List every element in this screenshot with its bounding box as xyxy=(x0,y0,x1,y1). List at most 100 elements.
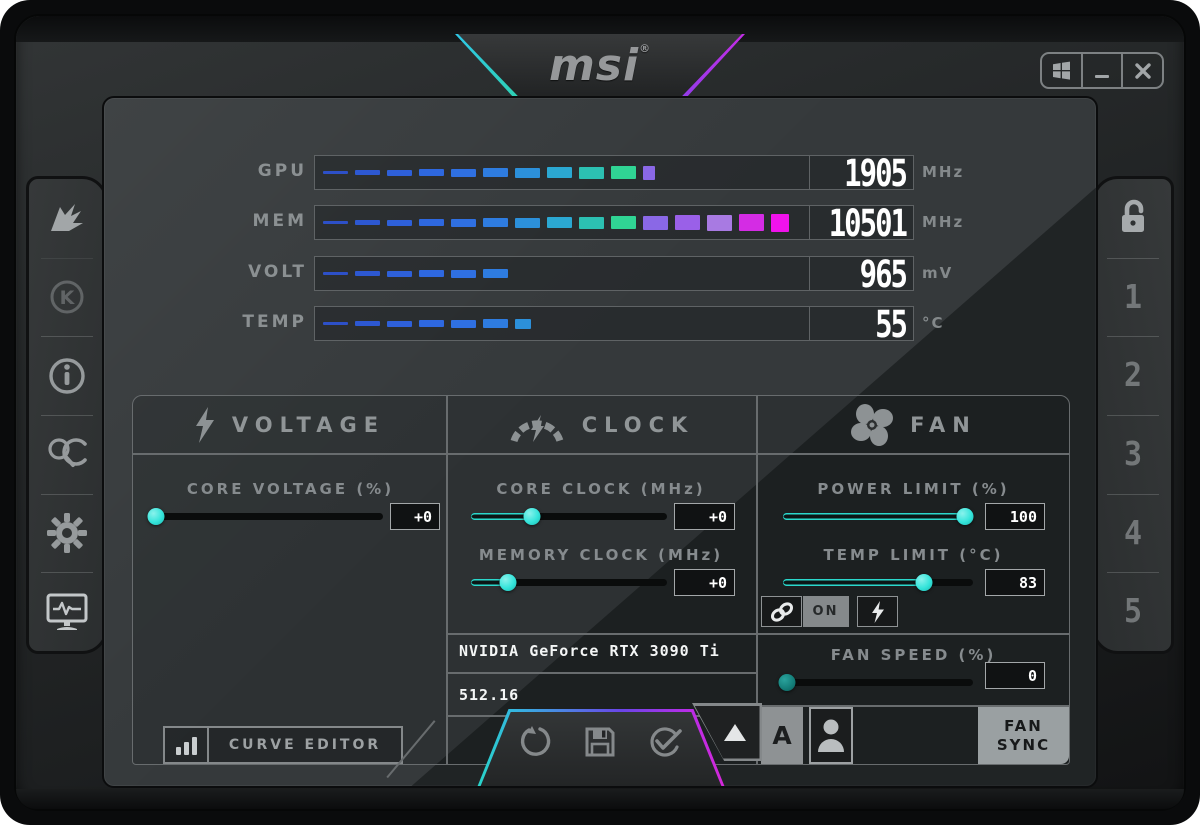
curve-editor-label: CURVE EDITOR xyxy=(228,737,382,753)
link-limits-button[interactable] xyxy=(761,596,802,627)
fan-icon xyxy=(851,403,894,446)
memory-clock-value[interactable]: +0 xyxy=(674,569,735,596)
monitor-label-mem: MEM xyxy=(252,211,307,231)
divider xyxy=(756,396,758,764)
temp-limit-value[interactable]: 83 xyxy=(985,569,1045,596)
divider xyxy=(446,396,448,764)
sidebar-item-settings[interactable] xyxy=(29,493,105,573)
sidebar-item-oc-scanner[interactable] xyxy=(29,415,105,494)
profile-number: 4 xyxy=(1123,513,1143,553)
curve-editor-button[interactable]: CURVE EDITOR xyxy=(163,726,403,764)
sidebar-item-hardware-monitor[interactable] xyxy=(29,572,105,651)
core-voltage-slider[interactable] xyxy=(147,508,383,525)
slider-fill xyxy=(783,513,966,520)
gear-icon xyxy=(47,513,87,554)
boost-button[interactable] xyxy=(857,596,898,627)
profile-number: 5 xyxy=(1123,592,1143,631)
fan-speed-slider[interactable] xyxy=(778,674,973,691)
core-clock-slider[interactable] xyxy=(471,508,667,525)
information-icon xyxy=(49,357,85,394)
link-state-label: ON xyxy=(802,596,849,627)
slider-thumb[interactable] xyxy=(778,674,796,691)
profile-button-3[interactable]: 3 xyxy=(1095,415,1171,494)
registered-mark: ® xyxy=(639,42,652,55)
slider-track[interactable] xyxy=(783,679,973,686)
fan-title: FAN xyxy=(910,412,977,437)
monitor-bar-mem: 10501 xyxy=(314,201,914,244)
profile-number: 1 xyxy=(1123,277,1143,317)
monitor-bar-temp: 55 xyxy=(314,302,914,345)
monitor-value-gpu: 1905 xyxy=(844,150,908,195)
monitor-value-area: 10501 xyxy=(809,201,913,244)
slider-track[interactable] xyxy=(471,513,667,520)
link-icon xyxy=(770,601,793,622)
profile-button-4[interactable]: 4 xyxy=(1095,493,1171,573)
monitor-label-gpu: GPU xyxy=(257,161,307,181)
slider-thumb[interactable] xyxy=(499,574,517,591)
reset-button[interactable] xyxy=(519,725,553,759)
power-limit-slider[interactable] xyxy=(783,508,974,525)
core-voltage-value[interactable]: +0 xyxy=(390,503,440,530)
windows-icon xyxy=(1052,61,1070,80)
user-icon xyxy=(818,719,844,752)
history-dashes xyxy=(323,257,809,290)
fan-speed-label: FAN SPEED (%) xyxy=(830,646,997,664)
fan-speed-value[interactable]: 0 xyxy=(985,662,1045,689)
monitor-value-temp: 55 xyxy=(875,301,908,346)
monitor-bar-gpu: 1905 xyxy=(314,151,914,194)
core-voltage-label: CORE VOLTAGE (%) xyxy=(186,480,395,498)
monitor-bar-volt: 965 xyxy=(314,252,914,295)
temp-limit-slider[interactable] xyxy=(783,574,973,591)
profile-button-5[interactable]: 5 xyxy=(1095,572,1171,651)
monitor-unit-volt: mV xyxy=(922,264,954,282)
slider-thumb[interactable] xyxy=(523,508,541,525)
close-button[interactable] xyxy=(1121,54,1162,87)
oc-scanner-icon xyxy=(48,438,87,468)
profile-button-1[interactable]: 1 xyxy=(1095,257,1171,337)
apply-check-icon xyxy=(650,727,682,757)
sidebar-item-information[interactable] xyxy=(29,336,105,415)
core-clock-value[interactable]: +0 xyxy=(674,503,735,530)
action-bar xyxy=(476,709,726,786)
save-button[interactable] xyxy=(583,725,617,759)
fan-auto-button[interactable]: A xyxy=(761,707,803,764)
power-limit-label: POWER LIMIT (%) xyxy=(817,480,1010,498)
fan-header: FAN xyxy=(756,396,1071,453)
slider-track[interactable] xyxy=(471,579,667,586)
slider-thumb[interactable] xyxy=(956,508,974,525)
slider-thumb[interactable] xyxy=(147,508,165,525)
profile-number: 2 xyxy=(1123,356,1143,395)
right-sidebar-profiles: 1 2 3 4 5 xyxy=(1092,176,1174,654)
fan-sync-button[interactable]: FAN SYNC xyxy=(978,707,1069,764)
power-limit-value[interactable]: 100 xyxy=(985,503,1045,530)
voltage-bolt-icon xyxy=(195,406,214,443)
save-icon xyxy=(585,727,615,757)
unlock-icon xyxy=(1122,200,1144,233)
fan-manual-button[interactable] xyxy=(809,707,853,764)
divider xyxy=(756,633,1069,635)
sidebar-item-msi-dragon[interactable] xyxy=(29,179,105,258)
memory-clock-slider[interactable] xyxy=(471,574,667,591)
slider-thumb[interactable] xyxy=(915,574,933,591)
apply-button[interactable] xyxy=(647,725,683,759)
divider xyxy=(133,453,1069,455)
sidebar-item-kombustor[interactable]: K xyxy=(29,257,105,337)
msi-dragon-icon xyxy=(51,204,83,232)
slider-track[interactable] xyxy=(783,579,973,586)
lightning-icon xyxy=(871,600,884,623)
gpu-name: NVIDIA GeForce RTX 3090 Ti xyxy=(459,642,720,660)
windows-logo-button[interactable] xyxy=(1042,54,1081,87)
clock-title: CLOCK xyxy=(581,412,695,437)
clock-header: CLOCK xyxy=(446,396,756,453)
slider-track[interactable] xyxy=(151,513,383,520)
memory-clock-label: MEMORY CLOCK (MHz) xyxy=(478,546,724,564)
minimize-button[interactable] xyxy=(1080,54,1122,87)
slider-track[interactable] xyxy=(783,513,973,520)
profile-button-2[interactable]: 2 xyxy=(1095,336,1171,415)
voltage-title: VOLTAGE xyxy=(231,412,386,437)
profile-lock-button[interactable] xyxy=(1095,179,1171,258)
slider-fill xyxy=(471,579,509,586)
